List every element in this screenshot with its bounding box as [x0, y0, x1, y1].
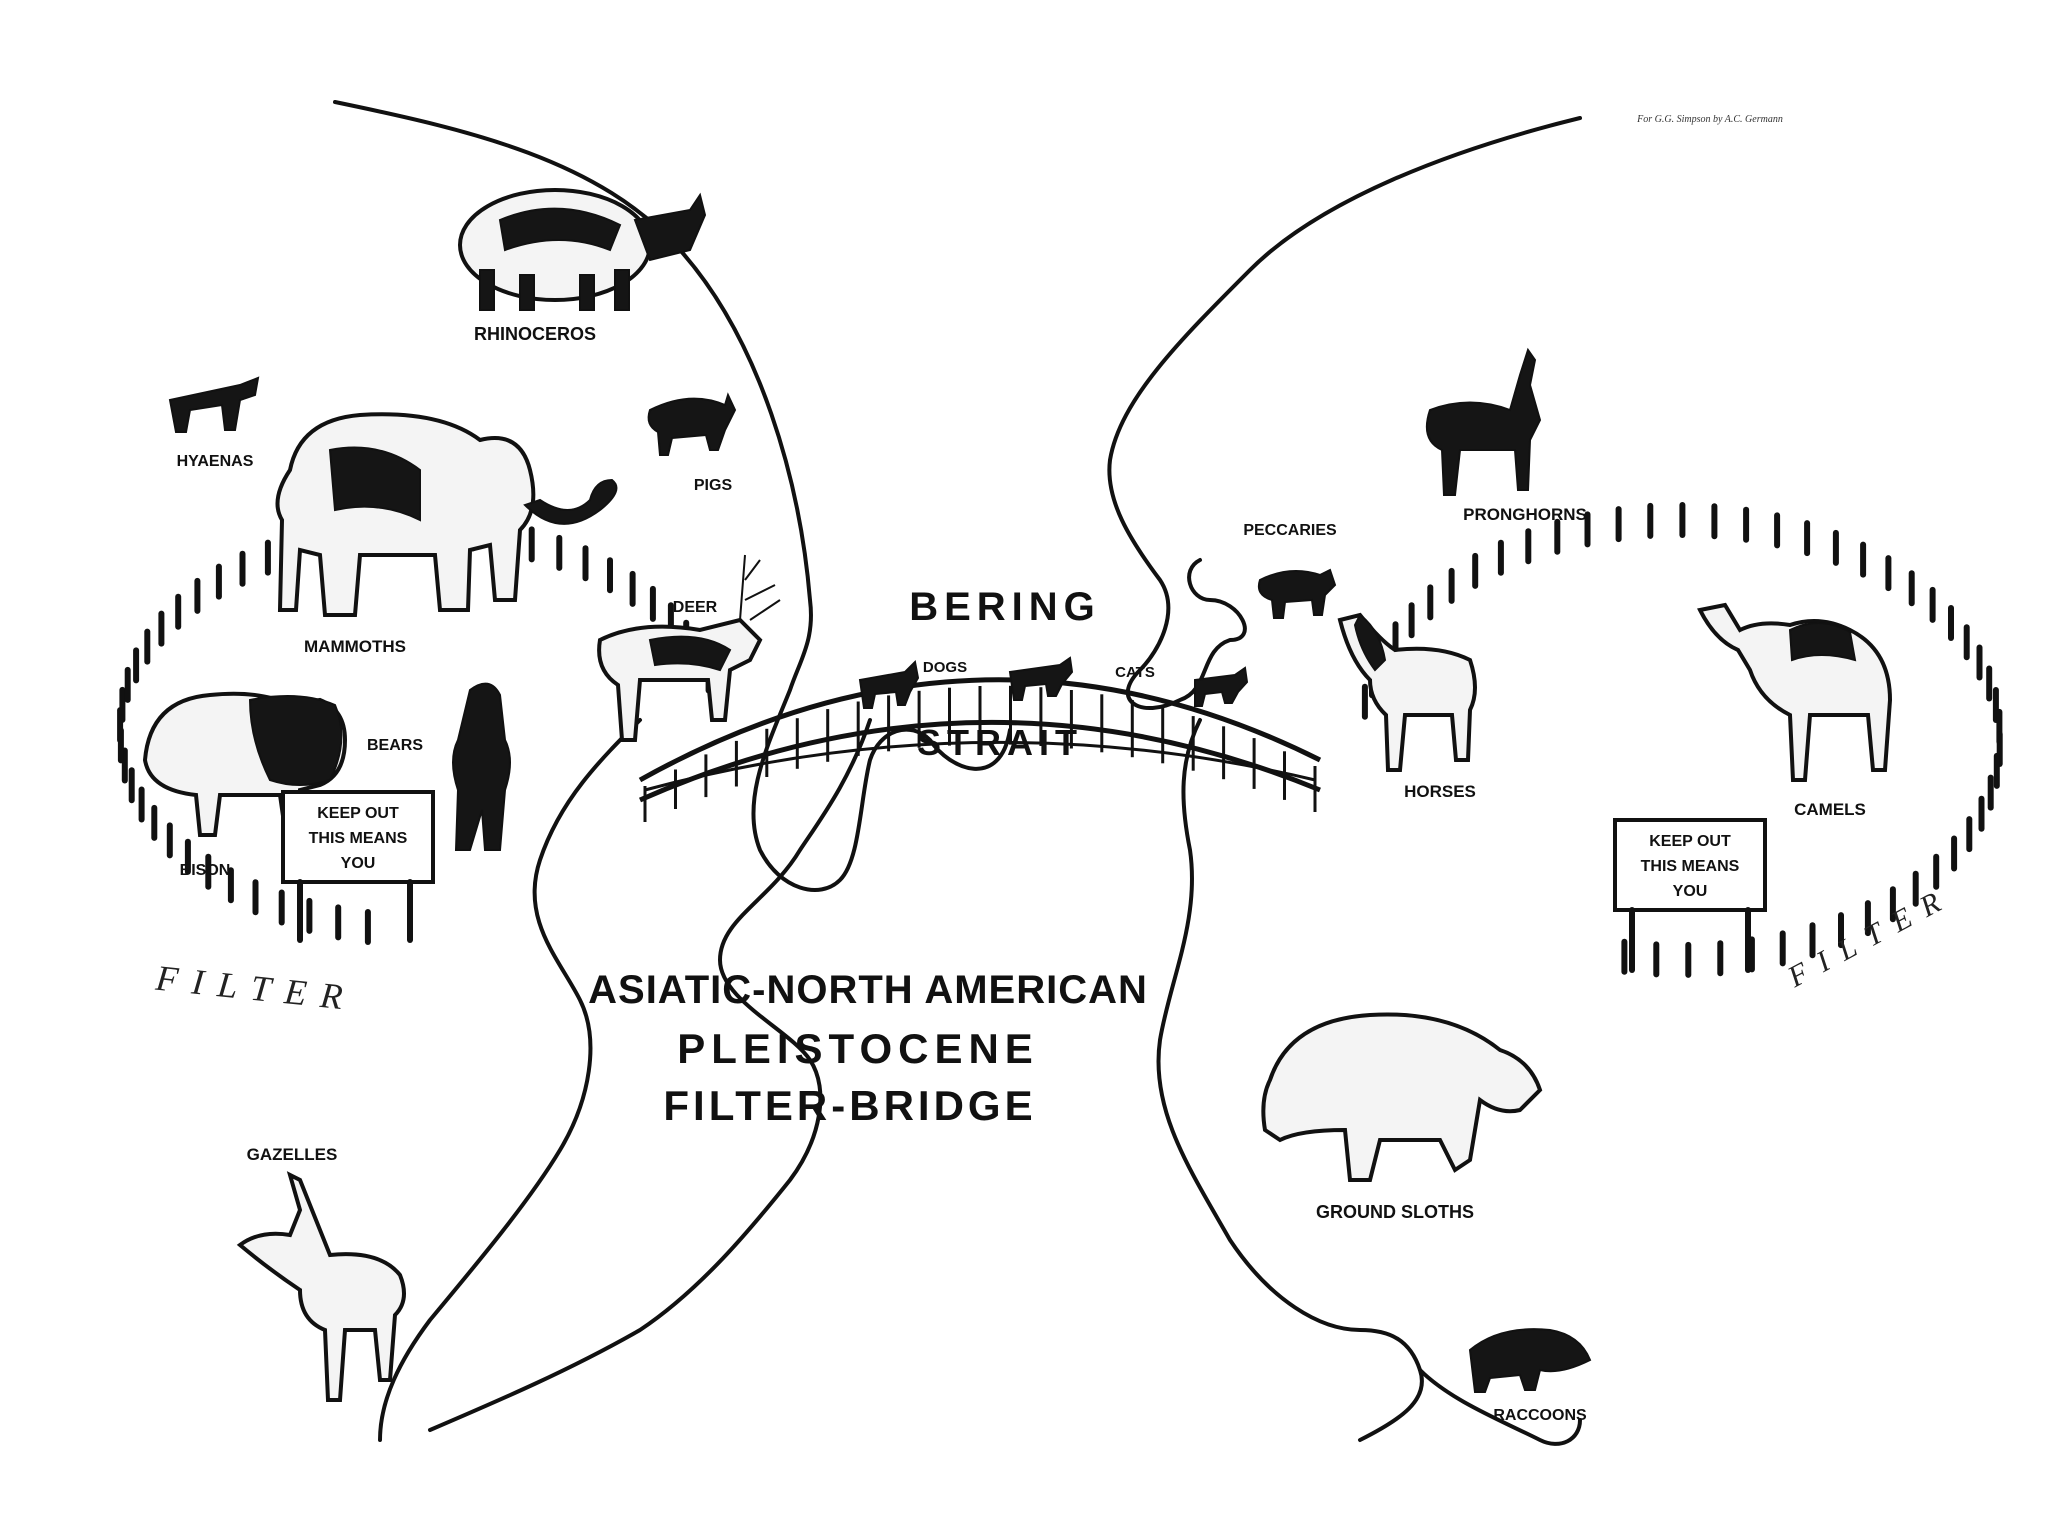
label-dogs: DOGS: [923, 659, 967, 676]
north-america-gulf-coast: [1418, 1368, 1582, 1446]
left-sign-line-3: YOU: [341, 855, 376, 872]
hyaenas-illustration: [168, 376, 260, 433]
bridge-railings: [643, 685, 1317, 822]
deer-illustration: [597, 554, 781, 742]
ground-sloths-illustration: [1261, 1012, 1543, 1182]
label-raccoons: RACCOONS: [1493, 1407, 1587, 1424]
label-camels: CAMELS: [1794, 800, 1866, 819]
label-bison: BISON: [180, 862, 231, 879]
left-sign-line-1: KEEP OUT: [317, 805, 399, 822]
raccoons-illustration: [1468, 1328, 1592, 1393]
right-sign-line-1: KEEP OUT: [1649, 833, 1731, 850]
cats-illustration: [1008, 656, 1249, 707]
left-sign-line-2: THIS MEANS: [309, 830, 408, 847]
right-keep-out-sign: KEEP OUT THIS MEANS YOU: [1613, 818, 1767, 973]
right-sign-line-2: THIS MEANS: [1641, 858, 1740, 875]
bridge-deck-top: [638, 677, 1322, 783]
pronghorns-illustration: [1426, 347, 1542, 496]
rhinoceros-illustration: [458, 188, 707, 311]
label-hyaenas: HYAENAS: [177, 453, 254, 470]
label-horses: HORSES: [1404, 782, 1476, 801]
artist-credit: For G.G. Simpson by A.C. Germann: [1636, 114, 1783, 125]
asia-southern-coast: [428, 718, 872, 1432]
gazelles-illustration: [236, 1171, 406, 1402]
label-bears: BEARS: [367, 737, 423, 754]
left-keep-out-sign: KEEP OUT THIS MEANS YOU: [281, 790, 435, 943]
right-filter-fence: [1361, 502, 2003, 978]
camels-illustration: [1697, 602, 1893, 782]
title-line-2: PLEISTOCENE: [677, 1025, 1039, 1072]
label-bering: BERING: [909, 585, 1101, 629]
mammoths-illustration: [275, 412, 618, 617]
right-sign-line-3: YOU: [1673, 883, 1708, 900]
label-pigs: PIGS: [694, 477, 733, 494]
label-peccaries: PECCARIES: [1243, 522, 1337, 539]
label-ground-sloths: GROUND SLOTHS: [1316, 1202, 1474, 1222]
peccaries-illustration: [1257, 568, 1337, 619]
label-strait: STRAIT: [917, 722, 1083, 763]
title-line-1: ASIATIC-NORTH AMERICAN: [588, 968, 1148, 1012]
label-pronghorns: PRONGHORNS: [1463, 505, 1587, 524]
title-line-3: FILTER-BRIDGE: [663, 1082, 1036, 1129]
north-america-coastline: [1107, 116, 1582, 710]
pigs-illustration: [647, 392, 737, 456]
label-rhinoceros: RHINOCEROS: [474, 324, 596, 344]
dogs-illustration: [858, 659, 920, 709]
label-deer: DEER: [673, 599, 718, 616]
horses-illustration: [1337, 612, 1477, 772]
label-gazelles: GAZELLES: [247, 1145, 338, 1164]
label-cats: CATS: [1115, 664, 1155, 681]
label-mammoths: MAMMOTHS: [304, 637, 406, 656]
north-america-southern-coast: [1156, 718, 1424, 1442]
asia-west-coast: [378, 718, 642, 1442]
bears-illustration: [452, 682, 511, 851]
